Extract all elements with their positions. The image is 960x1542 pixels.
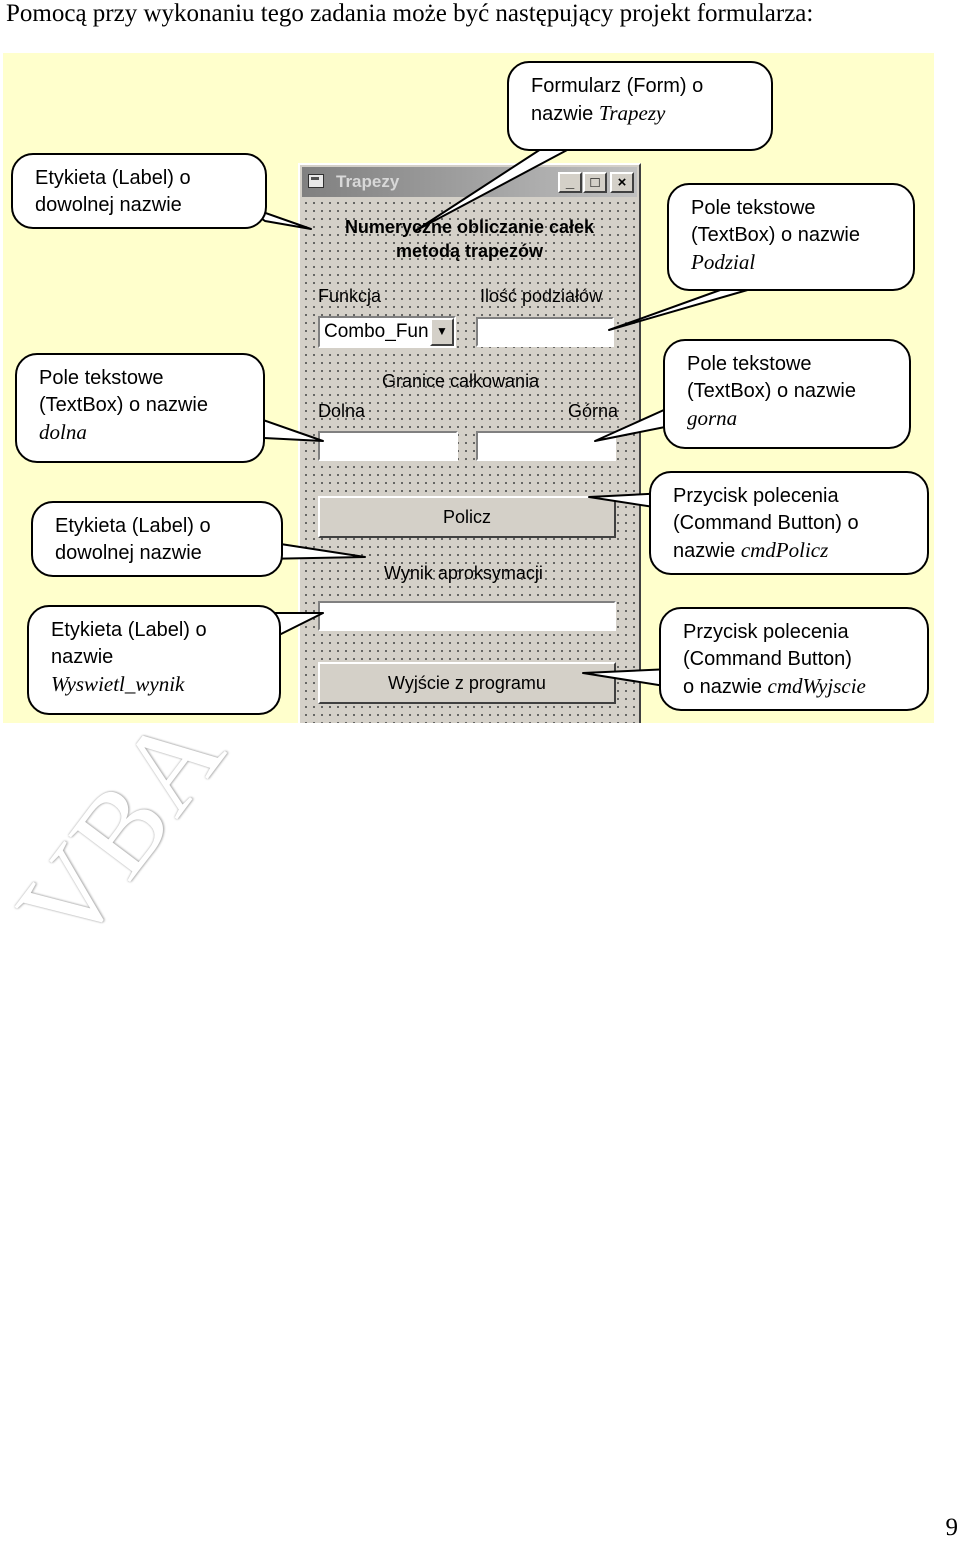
- page-number: 9: [945, 1514, 959, 1541]
- callout-form-line1: Formularz (Form) o: [531, 75, 704, 97]
- callout-label-top: Etykieta (Label) o dowolnej nazwie: [11, 153, 267, 229]
- callout-label-mid-line1: Etykieta (Label) o: [55, 515, 211, 537]
- callout-label-top-line2: dowolnej nazwie: [35, 194, 182, 216]
- callout-podzial: Pole tekstowe (TextBox) o nazwie Podzial: [667, 183, 915, 291]
- callout-dolna-line1: Pole tekstowe: [39, 367, 164, 389]
- wyswietl-wynik-label: [318, 601, 616, 631]
- funkcja-label: Funkcja: [318, 286, 382, 306]
- callout-wynik-line2: nazwie: [51, 646, 114, 668]
- callout-wynik-line1: Etykieta (Label) o: [51, 619, 207, 641]
- combo-fun-value: Combo_Fun: [324, 321, 429, 342]
- policz-button[interactable]: Policz: [318, 496, 616, 538]
- callout-label-mid-line2: dowolnej nazwie: [55, 542, 202, 564]
- callout-wyjscie: Przycisk polecenia (Command Button) o na…: [659, 607, 929, 711]
- intro-text: Pomocą przy wykonaniu tego zadania może …: [6, 0, 814, 27]
- callout-gorna-line2: (TextBox) o nazwie: [687, 380, 856, 402]
- callout-podzial-name: Podzial: [691, 250, 756, 274]
- callout-gorna-line1: Pole tekstowe: [687, 353, 812, 375]
- callout-podzial-line2: (TextBox) o nazwie: [691, 224, 860, 246]
- podzial-textbox[interactable]: [476, 317, 614, 347]
- wynik-aproksymacji-label: Wynik aproksymacji: [384, 563, 543, 583]
- callout-label-top-line1: Etykieta (Label) o: [35, 167, 191, 189]
- callout-wynik: Etykieta (Label) o nazwie Wyswietl_wynik: [27, 605, 281, 715]
- form-title: Trapezy: [336, 172, 400, 191]
- callout-wynik-name: Wyswietl_wynik: [51, 672, 185, 696]
- dolna-label: Dolna: [318, 401, 366, 421]
- form-app-icon: [308, 174, 324, 188]
- callout-label-mid: Etykieta (Label) o dowolnej nazwie: [31, 501, 283, 577]
- callout-wyjscie-line1: Przycisk polecenia: [683, 621, 849, 643]
- form-window-trapezy: Trapezy _ □ × Numeryczne obliczanie całe…: [298, 163, 641, 723]
- gorna-textbox[interactable]: [476, 431, 616, 461]
- ilosc-podzialow-label: Ilość podziałów: [480, 286, 603, 306]
- callout-form-line2: nazwie Trapezy: [531, 101, 666, 125]
- close-button[interactable]: ×: [610, 172, 634, 193]
- gorna-label: Górna: [568, 401, 619, 421]
- granice-label: Granice całkowania: [382, 371, 540, 391]
- callout-policz-line1: Przycisk polecenia: [673, 485, 839, 507]
- callout-wyjscie-line2: (Command Button): [683, 648, 852, 670]
- callout-podzial-line1: Pole tekstowe: [691, 197, 816, 219]
- callout-policz-line2: (Command Button) o: [673, 512, 859, 534]
- callout-dolna: Pole tekstowe (TextBox) o nazwie dolna: [15, 353, 265, 463]
- callout-wyjscie-name: cmdWyjscie: [767, 674, 866, 698]
- dolna-textbox[interactable]: [318, 431, 458, 461]
- callout-dolna-name: dolna: [39, 420, 87, 444]
- callout-policz-name: cmdPolicz: [740, 538, 829, 562]
- callout-policz: Przycisk polecenia (Command Button) o na…: [649, 471, 929, 575]
- form-titlebar: Trapezy _ □ ×: [302, 167, 637, 197]
- minimize-button[interactable]: _: [558, 172, 582, 193]
- callout-form-name: Trapezy: [598, 101, 666, 125]
- callout-gorna-name: gorna: [687, 406, 738, 430]
- callout-gorna: Pole tekstowe (TextBox) o nazwie gorna: [663, 339, 911, 449]
- callout-form: Formularz (Form) o nazwie Trapezy: [507, 61, 773, 151]
- form-client-area: Numeryczne obliczanie całek metodą trape…: [302, 199, 637, 723]
- heading-line2: metodą trapezów: [395, 241, 544, 261]
- form-design-figure: Trapezy _ □ × Numeryczne obliczanie całe…: [3, 53, 934, 723]
- chevron-down-icon[interactable]: ▼: [430, 318, 454, 346]
- callout-dolna-line2: (TextBox) o nazwie: [39, 394, 208, 416]
- heading-line1: Numeryczne obliczanie całek: [344, 217, 595, 237]
- maximize-button[interactable]: □: [583, 172, 607, 193]
- heading-label: Numeryczne obliczanie całek metodą trape…: [312, 215, 627, 263]
- combo-fun-select[interactable]: Combo_Fun ▼: [318, 316, 456, 348]
- wyjscie-button[interactable]: Wyjście z programu: [318, 662, 616, 704]
